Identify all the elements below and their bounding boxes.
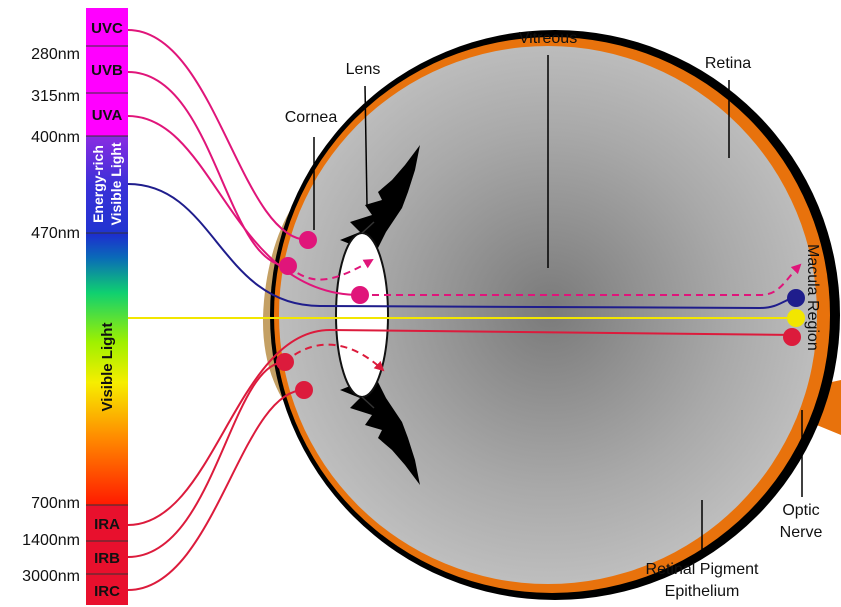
band-uvc [86,8,128,46]
ray-irc [127,389,305,591]
label-optic-nerve-2: Nerve [780,524,823,541]
band-uvb [86,46,128,93]
ray-uva-dashed [360,263,802,296]
band-label-uvb: UVB [91,62,123,79]
wavelength-400: 400nm [31,129,80,146]
wavelength-1400: 1400nm [22,532,80,549]
dot-irb-cornea [276,353,294,371]
dot-uvc-cornea [299,231,317,249]
light-rays [127,29,802,591]
ray-uva [127,115,361,296]
vitreous-body [279,46,817,584]
band-uva [86,93,128,136]
label-retina: Retina [705,55,751,72]
ray-blue [127,183,797,310]
wavelength-3000: 3000nm [22,568,80,585]
label-lens: Lens [346,61,381,78]
label-rpe-2: Epithelium [665,583,740,600]
label-cornea: Cornea [285,109,338,126]
dot-irc-cornea [295,381,313,399]
energy-rich-label-2: Visible Light [108,142,124,225]
visible-light-label: Visible Light [99,323,116,412]
band-label-irb: IRB [94,550,120,567]
zonule-top [361,221,375,234]
dot-blue-retina [787,289,805,307]
ray-red-visible [127,328,797,526]
anatomy-labels: Cornea Lens Vitreous Retina Macula Regio… [285,30,823,600]
wavelength-470: 470nm [31,225,80,242]
label-vitreous: Vitreous [519,30,577,47]
band-ira [86,505,128,541]
wavelength-280: 280nm [31,46,80,63]
energy-rich-label-1: Energy-rich [90,145,106,223]
wavelength-700: 700nm [31,495,80,512]
band-label-irc: IRC [94,583,120,600]
band-irc [86,574,128,605]
ray-irb [127,361,286,558]
absorption-dots [276,231,805,399]
label-macula-region: Macula Region [804,244,821,351]
dot-uvb-cornea [279,257,297,275]
band-energy-rich [86,136,128,233]
dot-red-retina [783,328,801,346]
lens [335,232,389,398]
band-label-ira: IRA [94,516,120,533]
label-optic-nerve-1: Optic [782,502,819,519]
zonule-bottom [361,396,375,409]
spectrum-bar: UVC UVB UVA IRA IRB IRC Energy-rich Visi… [86,8,128,605]
dot-uva-lens [351,286,369,304]
band-label-uva: UVA [92,107,123,124]
ray-uvb [127,71,289,267]
band-visible [86,233,128,505]
band-irb [86,541,128,574]
wavelength-labels: 280nm 315nm 400nm 470nm 700nm 1400nm 300… [22,46,80,585]
label-rpe-1: Retinal Pigment [646,561,760,578]
eye [262,30,841,600]
ray-irb-dashed [284,343,385,372]
ray-uvc [127,29,309,241]
dot-yellow-retina [787,309,805,327]
wavelength-315: 315nm [31,88,80,105]
ray-uvb-dashed [287,258,374,281]
band-label-uvc: UVC [91,20,123,37]
